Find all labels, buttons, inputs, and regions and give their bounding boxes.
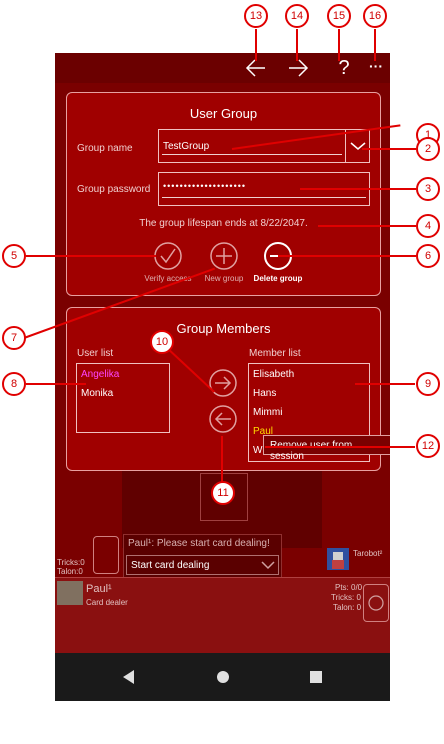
callout-11: 11 [211, 481, 235, 505]
group-password-value: •••••••••••••••••••• [163, 181, 247, 191]
chevron-down-icon [350, 142, 366, 150]
callout-5: 5 [2, 244, 26, 268]
user-list-label: User list [77, 348, 114, 359]
callout-9: 9 [416, 372, 440, 396]
callout-15: 15 [327, 4, 351, 28]
lifespan-text: The group lifespan ends at 8/22/2047. [139, 218, 308, 229]
player-left-card-slot[interactable] [93, 536, 119, 574]
callout-line-14 [296, 29, 298, 61]
callout-13: 13 [244, 4, 268, 28]
user-group-panel: User Group Group name TestGroup Group pa… [66, 92, 381, 296]
callout-line-12 [265, 446, 415, 448]
callout-line-5 [26, 255, 156, 257]
robot-icon [332, 552, 344, 569]
check-circle-icon [154, 242, 182, 270]
group-name-value: TestGroup [163, 141, 210, 152]
paul-name: Paul¹ [86, 583, 112, 595]
tarobot-avatar [327, 548, 349, 570]
callout-16: 16 [363, 4, 387, 28]
callout-12: 12 [416, 434, 440, 458]
remove-user-menu-item[interactable]: Remove user from session [270, 440, 352, 462]
add-member-arrow-icon[interactable] [208, 368, 238, 398]
callout-line-2 [362, 148, 416, 150]
callout-3: 3 [416, 177, 440, 201]
verify-access-label: Verify access [144, 274, 192, 283]
callout-line-3 [300, 188, 416, 190]
android-nav-bar [55, 653, 390, 701]
nav-recents-icon[interactable] [308, 669, 324, 685]
dealing-select-label: Start card dealing [131, 560, 210, 571]
callout-2: 2 [416, 137, 440, 161]
callout-line-8 [26, 383, 86, 385]
new-group-label: New group [204, 274, 244, 283]
back-arrow-icon[interactable] [243, 55, 269, 81]
callout-8: 8 [2, 372, 26, 396]
new-group-button[interactable]: New group [199, 241, 249, 285]
callout-7: 7 [2, 326, 26, 350]
circle-icon [368, 595, 384, 611]
player-panel: Paul¹ Card dealer Pts: 0/0 Tricks: 0 Tal… [55, 577, 390, 654]
paul-avatar [57, 581, 83, 605]
paul-role: Card dealer [86, 598, 128, 607]
help-icon[interactable]: ? [338, 57, 350, 79]
user-list-item[interactable]: Angelika [81, 369, 120, 380]
member-list-item[interactable]: Hans [253, 388, 277, 399]
member-list-item[interactable]: Elisabeth [253, 369, 295, 380]
callout-line-16 [374, 29, 376, 61]
member-list-item[interactable]: W [253, 445, 263, 456]
member-list-label: Member list [249, 348, 301, 359]
group-name-dropdown[interactable] [345, 130, 370, 162]
user-group-title: User Group [189, 106, 258, 121]
status-text: Paul¹: Please start card dealing! [128, 538, 270, 549]
chevron-down-icon [261, 561, 275, 570]
member-list-item[interactable]: Paul [253, 426, 274, 437]
center-card-slot[interactable] [200, 473, 248, 521]
more-icon[interactable]: ··· [369, 58, 383, 74]
tarobot-name: Tarobot² [353, 549, 383, 558]
callout-line-6 [278, 255, 416, 257]
remove-member-arrow-icon[interactable] [208, 404, 238, 434]
nav-back-icon[interactable] [121, 669, 137, 685]
callout-14: 14 [285, 4, 309, 28]
forward-arrow-icon[interactable] [285, 55, 311, 81]
group-password-input[interactable]: •••••••••••••••••••• [158, 172, 370, 206]
delete-group-button[interactable]: Delete group [253, 241, 303, 285]
group-name-underline [162, 154, 342, 155]
delete-group-label: Delete group [253, 274, 303, 283]
callout-6: 6 [416, 244, 440, 268]
callout-4: 4 [416, 214, 440, 238]
group-members-title: Group Members [176, 321, 271, 336]
paul-pts: Pts: 0/0 [335, 583, 363, 592]
group-password-label: Group password [77, 184, 151, 195]
top-bar: ? ··· [55, 53, 390, 83]
callout-line-15 [338, 29, 340, 61]
status-box: Paul¹: Please start card dealing! Start … [123, 534, 282, 580]
paul-card-slot[interactable] [363, 584, 389, 622]
callout-10: 10 [150, 330, 174, 354]
group-name-label: Group name [77, 143, 133, 154]
member-list-item[interactable]: Mimmi [253, 407, 283, 418]
nav-home-icon[interactable] [215, 669, 231, 685]
user-list-item[interactable]: Monika [81, 388, 114, 399]
group-password-underline [162, 197, 366, 198]
callout-line-13 [255, 29, 257, 61]
plus-circle-icon [210, 242, 238, 270]
user-list[interactable]: Angelika Monika [76, 363, 170, 433]
paul-tricks: Tricks: 0 [331, 593, 361, 602]
paul-talon: Talon: 0 [333, 603, 362, 612]
remove-user-context-menu[interactable]: Remove user from session [263, 435, 390, 462]
callout-line-9 [355, 383, 415, 385]
dealing-select[interactable]: Start card dealing [126, 555, 279, 575]
callout-line-4 [318, 225, 416, 227]
